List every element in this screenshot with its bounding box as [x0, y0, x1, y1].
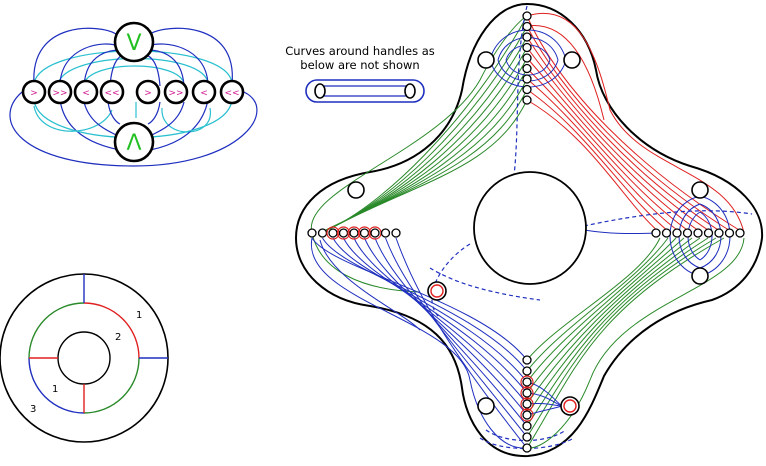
surface-curve	[343, 237, 528, 394]
row-symbol: >>	[52, 89, 67, 99]
arc-diagram: V Λ >>><<<>>><<<	[9, 21, 258, 167]
puncture-point	[522, 95, 532, 105]
puncture-point	[522, 366, 532, 376]
surface-curve	[526, 237, 661, 361]
puncture-point	[391, 228, 401, 238]
marked-point-ring	[520, 375, 534, 389]
region-label-2: 2	[115, 332, 121, 343]
handle-note-line-2: below are not shown	[300, 58, 420, 72]
surface-curve	[395, 237, 528, 449]
puncture-point	[522, 443, 532, 453]
surface-curve	[332, 237, 528, 383]
surface-curve	[319, 239, 421, 331]
region-label-1b: 1	[52, 384, 58, 395]
puncture-point	[651, 228, 661, 238]
puncture-point	[307, 228, 317, 238]
surface-curve	[526, 99, 661, 234]
puncture-point	[317, 228, 328, 238]
puncture-point	[672, 228, 682, 238]
puncture-point	[522, 11, 532, 21]
puncture-point	[522, 42, 532, 53]
puncture-point	[522, 377, 532, 387]
puncture-point	[370, 228, 380, 238]
puncture-point	[522, 399, 532, 409]
marked-point-ring	[520, 386, 534, 400]
surface-curve	[526, 57, 703, 234]
top-node-symbol: V	[126, 31, 141, 56]
puncture-point	[522, 53, 532, 63]
surface-curve	[526, 68, 692, 234]
surface-curve	[526, 237, 669, 372]
surface-curve	[310, 15, 528, 234]
surface-diagram	[294, 2, 764, 458]
puncture-point	[328, 228, 338, 238]
puncture-point	[522, 21, 532, 32]
puncture-point	[338, 228, 349, 238]
puncture-point	[359, 228, 370, 238]
row-symbol: >	[30, 89, 38, 99]
surface-curve	[526, 26, 734, 234]
puncture-point	[380, 228, 391, 238]
handle-note: Curves around handles as below are not s…	[284, 44, 436, 72]
surface-curve	[526, 237, 745, 449]
puncture-point	[522, 74, 532, 84]
surface-curve	[319, 99, 528, 234]
surface-curve	[526, 237, 685, 394]
puncture-point	[724, 228, 735, 238]
puncture-point	[693, 228, 703, 238]
row-symbol: >>	[168, 89, 183, 99]
surface-curve	[526, 89, 671, 234]
puncture-point	[735, 228, 745, 238]
marked-point-ring	[520, 408, 534, 422]
puncture-point	[703, 228, 714, 238]
marked-point-ring	[520, 397, 534, 411]
puncture-point	[522, 355, 532, 365]
surface-curve	[311, 237, 528, 449]
bottom-node	[113, 121, 155, 163]
region-label-3: 3	[30, 404, 36, 415]
surface-curve	[526, 25, 605, 121]
puncture-point	[522, 84, 532, 95]
row-symbol: <<	[104, 89, 119, 99]
puncture-point	[682, 228, 693, 238]
puncture-point	[522, 63, 532, 74]
surface-curve	[526, 47, 713, 234]
surface-curve	[526, 237, 709, 427]
row-symbol: >	[144, 89, 152, 99]
puncture-point	[522, 432, 532, 442]
row-symbol: <<	[224, 89, 239, 99]
row-symbol: <	[82, 89, 90, 99]
handle-note-line-1: Curves around handles as	[285, 44, 435, 58]
handle-sketch	[305, 79, 425, 103]
surface-curve	[526, 237, 701, 416]
puncture-point	[661, 228, 672, 238]
surface-curve	[385, 237, 528, 438]
surface-curve	[526, 237, 693, 405]
puncture-point	[349, 228, 359, 238]
surface-curve	[526, 13, 745, 234]
surface-curve	[353, 237, 528, 405]
row-symbol: <	[200, 89, 208, 99]
surface-curve	[526, 237, 725, 449]
surface-curve	[322, 237, 528, 372]
puncture-point	[714, 228, 724, 238]
puncture-point	[522, 410, 532, 420]
surface-curve	[526, 237, 677, 383]
surface-curve	[311, 237, 528, 361]
region-label-1a: 1	[136, 310, 142, 321]
surface-curve	[526, 237, 717, 438]
annulus-diagram: 1 2 1 3	[0, 273, 169, 443]
bottom-node-symbol: Λ	[126, 131, 141, 156]
surface-curve	[311, 232, 421, 293]
puncture-point	[522, 32, 532, 42]
surface-curve	[526, 15, 745, 234]
puncture-point	[522, 388, 532, 398]
surface-curve	[583, 229, 657, 235]
surface-curve	[526, 78, 682, 234]
puncture-point	[522, 421, 532, 431]
top-node	[113, 21, 155, 63]
